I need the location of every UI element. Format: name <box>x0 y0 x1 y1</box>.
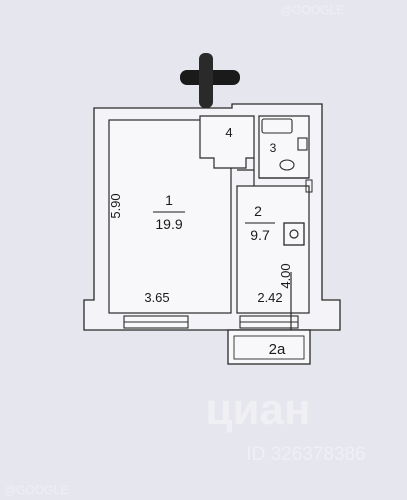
dimension-room1-height: 5.90 <box>108 193 123 218</box>
room-1-area: 19.9 <box>155 216 182 232</box>
dimension-room1-width: 3.65 <box>144 290 169 305</box>
sink-icon <box>297 137 308 151</box>
room-3-floor <box>258 115 310 179</box>
stove-icon <box>283 222 305 246</box>
watermark-top: @GOOGLE <box>280 3 344 17</box>
stove-burner-icon <box>289 229 299 239</box>
room-3-number: 3 <box>270 141 277 155</box>
cabinet-icon <box>305 179 313 193</box>
dimension-room2-width: 2.42 <box>257 290 282 305</box>
bathtub-icon <box>261 118 293 134</box>
room-4-floor <box>199 115 255 169</box>
entrance-marker-icon <box>180 53 240 108</box>
watermark-brand: циан <box>205 385 310 434</box>
balcony-rail <box>233 335 305 360</box>
watermark-corner: @GOOGLE <box>4 483 68 497</box>
room-2-floor <box>236 185 310 314</box>
room-2-number: 2 <box>254 203 262 219</box>
room-2-area: 9.7 <box>250 227 270 243</box>
toilet-icon <box>279 159 295 171</box>
room-4-number: 4 <box>225 125 232 140</box>
window-room-2 <box>239 315 299 329</box>
balcony-number: 2a <box>269 341 286 358</box>
room-1-number: 1 <box>165 192 173 208</box>
watermark-id: ID 326378386 <box>246 444 365 465</box>
dimension-room2-height: 4.00 <box>278 263 293 288</box>
window-room-1 <box>123 315 189 329</box>
